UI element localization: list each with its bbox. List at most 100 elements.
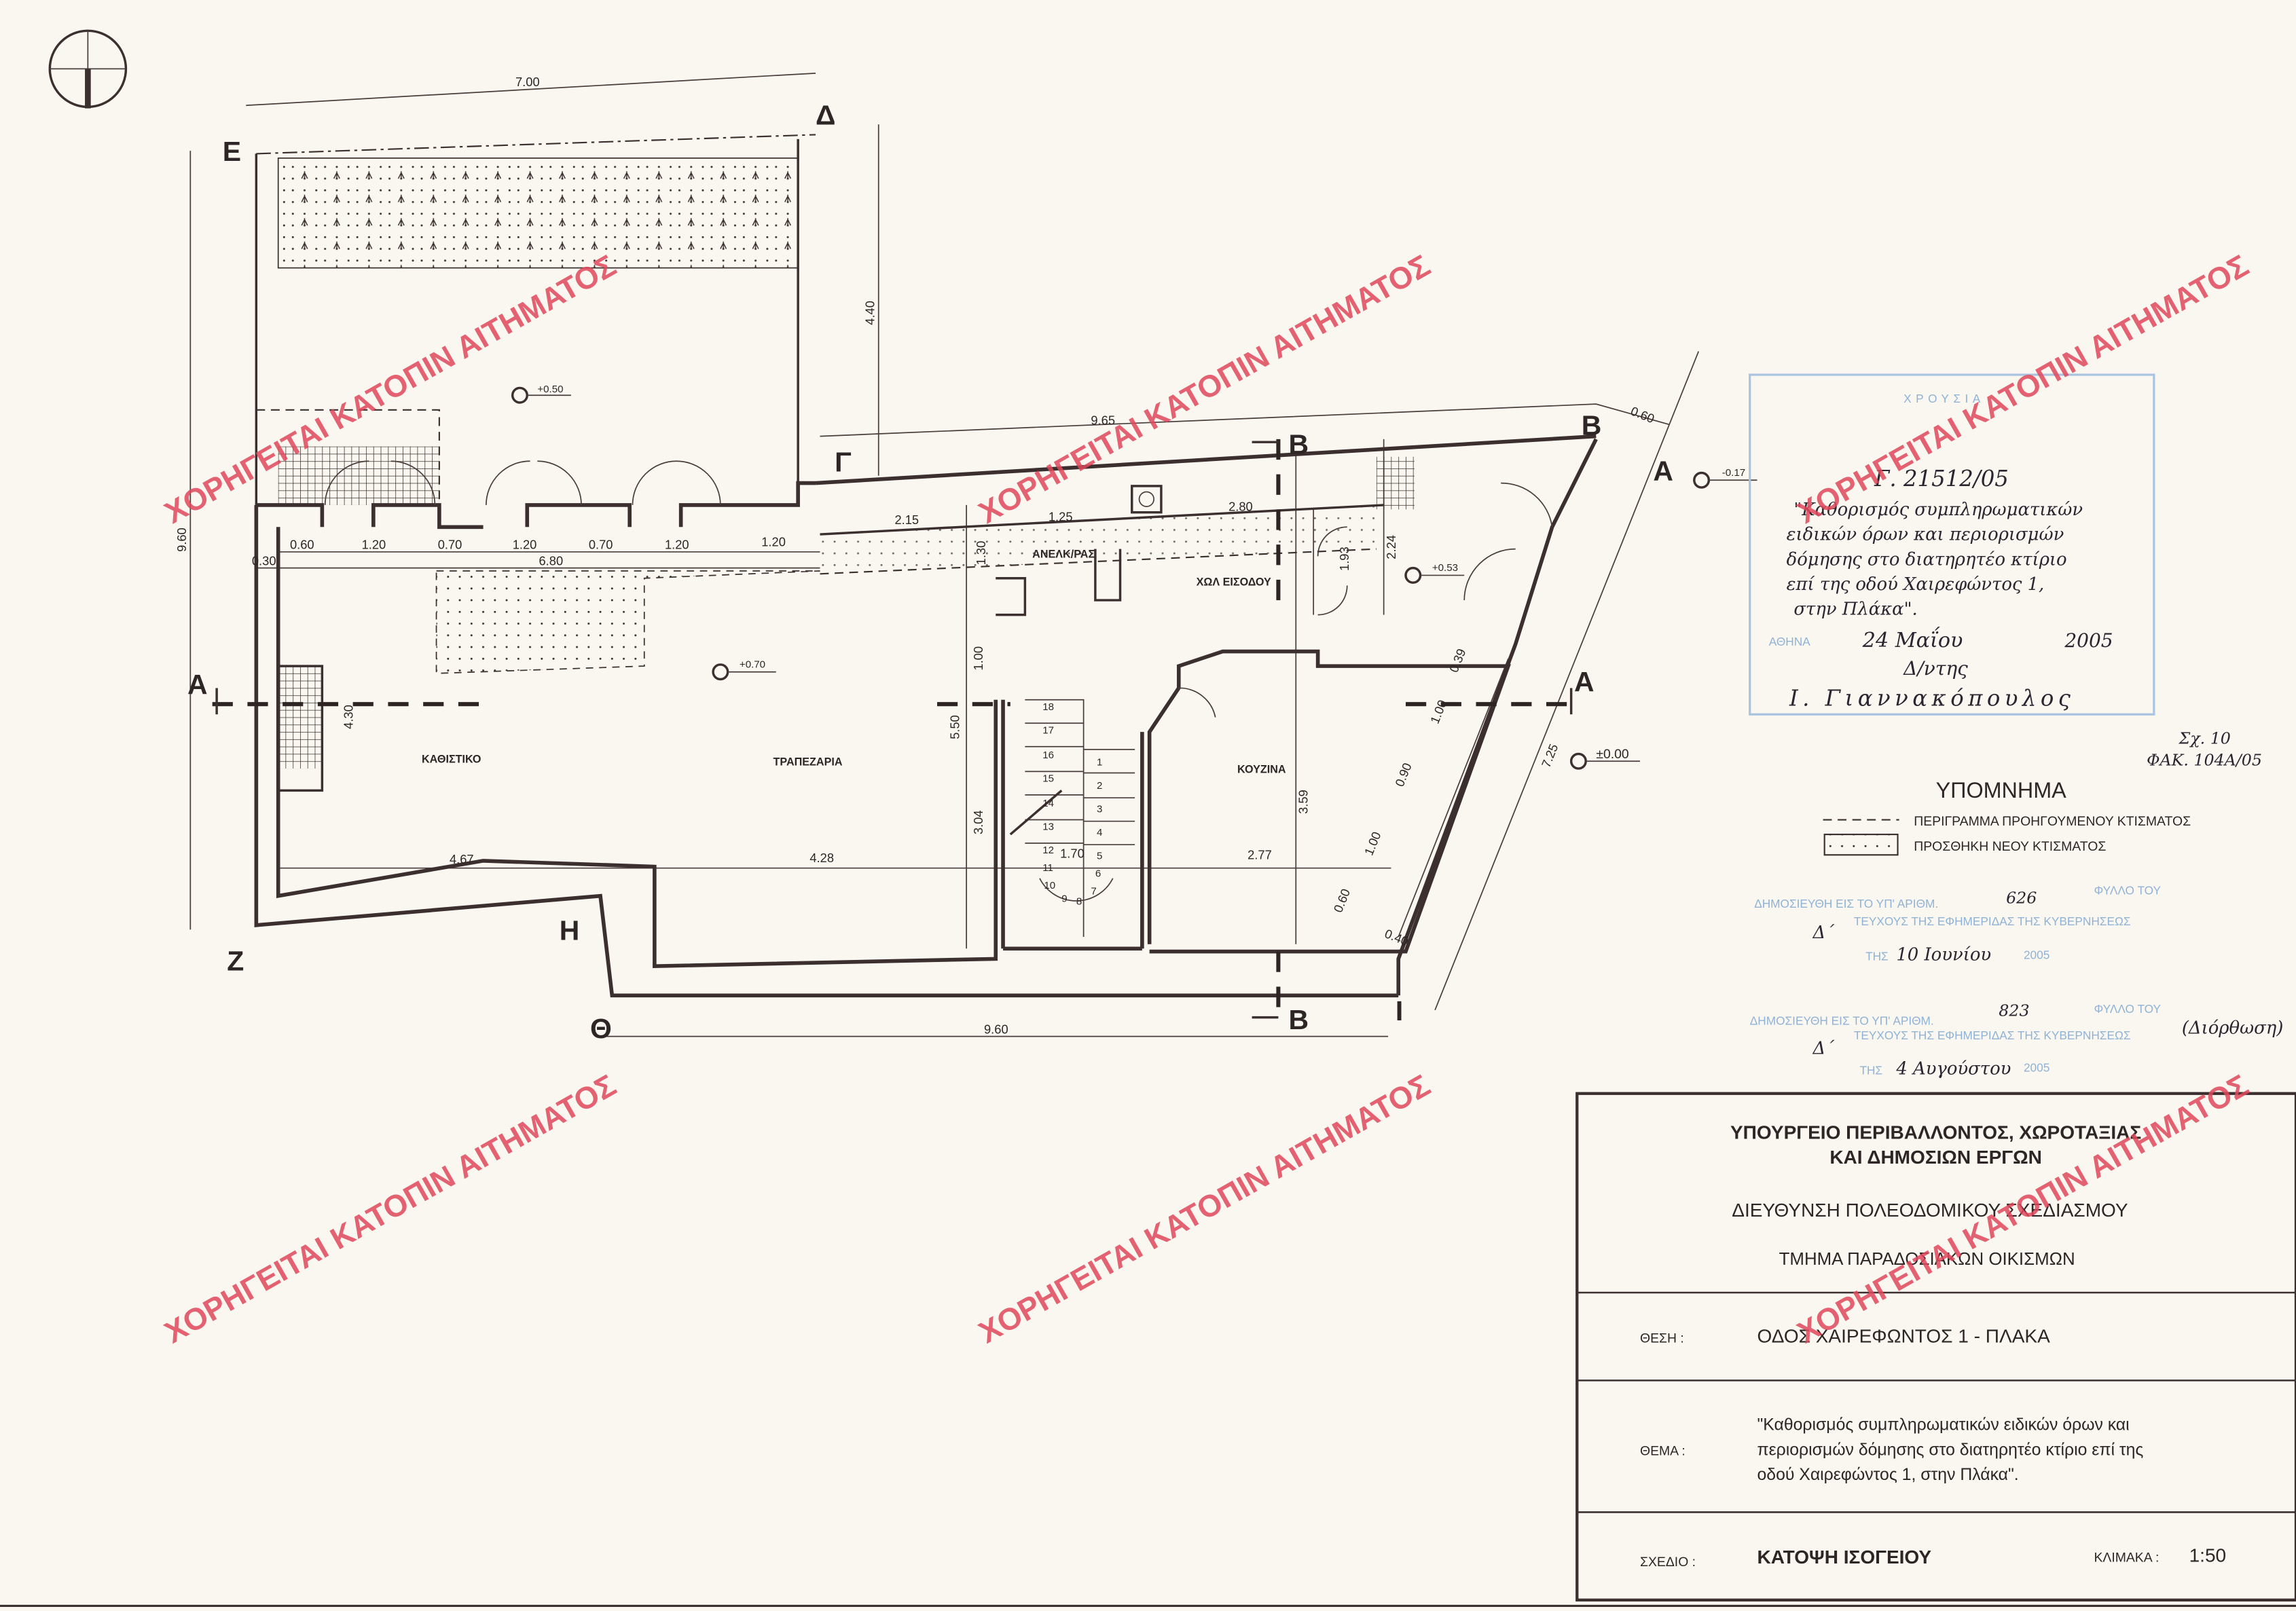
level-marker: +0.53 bbox=[1404, 562, 1465, 584]
svg-text:ΤΕΥΧΟΥΣ ΤΗΣ ΕΦΗΜΕΡΙΔΑΣ ΤΗΣ ΚΥΒ: ΤΕΥΧΟΥΣ ΤΗΣ ΕΦΗΜΕΡΙΔΑΣ ΤΗΣ ΚΥΒΕΡΝΗΣΕΩΣ bbox=[1854, 1029, 2131, 1042]
section-label-b-top: B bbox=[1289, 428, 1309, 460]
stair-step-number: 8 bbox=[1076, 896, 1082, 908]
dimension-label: 3.04 bbox=[971, 810, 985, 834]
drawing-label: ΣΧΕΔΙΟ : bbox=[1640, 1555, 1696, 1570]
location-label: ΘΕΣΗ : bbox=[1640, 1331, 1684, 1346]
publication-note: ΔΗΜΟΣΙΕΥΘΗ ΕΙΣ ΤΟ ΥΠ' ΑΡΙΘΜ. 626 ΦΥΛΛΟ Τ… bbox=[1754, 883, 2161, 965]
stamp-signatory: Ι. Γιαννακόπουλος bbox=[1789, 685, 2075, 711]
stamp-reference: Γ. 21512/05 bbox=[1874, 466, 2009, 492]
level-marker-icon bbox=[1569, 752, 1587, 770]
staircase bbox=[1009, 699, 1135, 938]
level-marker: +0.50 bbox=[511, 384, 571, 404]
directorate-name: ΔΙΕΥΘΥΝΣΗ ΠΟΛΕΟΔΟΜΙΚΟΥ ΣΧΕΔΙΑΣΜΟΥ bbox=[1732, 1200, 2128, 1221]
section-label-a-left: A bbox=[187, 669, 208, 700]
ministry-name: ΥΠΟΥΡΓΕΙΟ ΠΕΡΙΒΑΛΛΟΝΤΟΣ, ΧΩΡΟΤΑΞΙΑΣ bbox=[1730, 1122, 2141, 1143]
scale-value: 1:50 bbox=[2189, 1545, 2227, 1566]
stair-step-number: 5 bbox=[1097, 851, 1102, 862]
subject-line: "Καθορισμός συμπληρωματικών ειδικών όρων… bbox=[1757, 1416, 2130, 1434]
legend-dotted-area-icon bbox=[1823, 834, 1899, 856]
dimension-label: 1.00 bbox=[1427, 698, 1450, 726]
legend-item: ΠΕΡΙΓΡΑΜΜΑ ΠΡΟΗΓΟΥΜΕΝΟΥ ΚΤΙΣΜΑΤΟΣ bbox=[1914, 814, 2191, 829]
dimension-label: 4.40 bbox=[862, 301, 877, 325]
svg-text:ΔΗΜΟΣΙΕΥΘΗ ΕΙΣ ΤΟ ΥΠ' ΑΡΙΘΜ.: ΔΗΜΟΣΙΕΥΘΗ ΕΙΣ ΤΟ ΥΠ' ΑΡΙΘΜ. bbox=[1750, 1014, 1934, 1027]
approval-stamp: ΧΡΟΥΣΙΑ Γ. 21512/05 "Καθορισμός συμπληρω… bbox=[1749, 373, 2155, 716]
dimension-label: 2.15 bbox=[894, 513, 919, 527]
level-marker: ±0.00 bbox=[1569, 747, 1640, 770]
dimension-label: 7.25 bbox=[1539, 742, 1561, 770]
stair-step-number: 6 bbox=[1095, 868, 1101, 880]
svg-text:ΤΕΥΧΟΥΣ ΤΗΣ ΕΦΗΜΕΡΙΔΑΣ ΤΗΣ ΚΥΒ: ΤΕΥΧΟΥΣ ΤΗΣ ΕΦΗΜΕΡΙΔΑΣ ΤΗΣ ΚΥΒΕΡΝΗΣΕΩΣ bbox=[1854, 914, 2131, 928]
watermark-text: ΧΟΡΗΓΕΙΤΑΙ ΚΑΤΟΠΙΝ ΑΙΤΗΜΑΤΟΣ bbox=[973, 1068, 1436, 1350]
stamp-text-line: ειδικών όρων και περιορισμών bbox=[1787, 525, 2064, 545]
level-marker-icon bbox=[511, 386, 528, 404]
room-labels: ΚΑΘΙΣΤΙΚΟ ΤΡΑΠΕΖΑΡΙΑ ΚΟΥΖΙΝΑ ΑΝΕΛΚ/ΡΑΣ Χ… bbox=[422, 549, 1286, 776]
svg-text:ΤΗΣ: ΤΗΣ bbox=[1859, 1064, 1882, 1077]
ministry-name: ΚΑΙ ΔΗΜΟΣΙΩΝ ΕΡΓΩΝ bbox=[1829, 1147, 2041, 1168]
corner-label-h: Η bbox=[560, 914, 580, 946]
stair-step-number: 16 bbox=[1042, 749, 1054, 761]
dimension-label: 0.60 bbox=[1330, 887, 1353, 914]
dimension-label: 1.93 bbox=[1337, 547, 1351, 571]
dimension-label: 0.60 bbox=[290, 538, 314, 552]
dimension-label: 5.50 bbox=[947, 715, 962, 739]
dimension-label: 0.70 bbox=[438, 538, 462, 552]
svg-text:ΦΥΛΛΟ ΤΟΥ: ΦΥΛΛΟ ΤΟΥ bbox=[2094, 883, 2161, 897]
watermark-text: ΧΟΡΗΓΕΙΤΑΙ ΚΑΤΟΠΙΝ ΑΙΤΗΜΑΤΟΣ bbox=[1791, 248, 2255, 530]
svg-text:2005: 2005 bbox=[2024, 1060, 2049, 1074]
stair-step-number: 7 bbox=[1091, 885, 1096, 897]
dimension-label: 1.20 bbox=[513, 538, 537, 552]
dimension-label: 1.20 bbox=[761, 534, 786, 549]
gazette-date: 4 Αυγούστου bbox=[1895, 1059, 2011, 1079]
location-value: ΟΔΟΣ ΧΑΙΡΕΦΩΝΤΟΣ 1 - ΠΛΑΚΑ bbox=[1757, 1325, 2051, 1346]
watermark-text: ΧΟΡΗΓΕΙΤΑΙ ΚΑΤΟΠΙΝ ΑΙΤΗΜΑΤΟΣ bbox=[159, 1068, 622, 1350]
stamp-city: ΑΘΗΝΑ bbox=[1769, 635, 1810, 648]
stair-step-number: 1 bbox=[1097, 757, 1102, 769]
gazette-number: 823 bbox=[1999, 1001, 2029, 1020]
fireplace bbox=[278, 666, 323, 769]
dimension-label: 4.28 bbox=[809, 851, 834, 865]
svg-text:2005: 2005 bbox=[2024, 948, 2049, 961]
dimension-label: 0.90 bbox=[1392, 761, 1415, 789]
stair-step-number: 15 bbox=[1042, 773, 1054, 784]
drawing-title: ΚΑΤΟΨΗ ΙΣΟΓΕΙΟΥ bbox=[1757, 1547, 1932, 1568]
corner-label-z: Ζ bbox=[227, 946, 244, 977]
level-marker-icon bbox=[1404, 566, 1422, 584]
corner-label-i: Ι bbox=[1396, 995, 1403, 1026]
svg-text:+0.70: +0.70 bbox=[740, 659, 765, 670]
drawing-folder-number: ΦΑΚ. 104Α/05 bbox=[2147, 751, 2262, 770]
stamp-text-line: επί της οδού Χαιρεφώντος 1, bbox=[1787, 574, 2045, 595]
corner-label-a: Α bbox=[1653, 455, 1673, 486]
legend-title: ΥΠΟΜΝΗΜΑ bbox=[1936, 778, 2067, 802]
stair-step-number: 11 bbox=[1042, 862, 1053, 874]
level-marker: +0.70 bbox=[712, 659, 776, 681]
stair-step-number: 14 bbox=[1042, 798, 1054, 809]
plot-corner-labels: Ε Δ Γ Β Α Ζ Η Θ Ι A A B B bbox=[187, 99, 1673, 1044]
corner-label-e: Ε bbox=[223, 136, 241, 167]
room-label-elevator: ΑΝΕΛΚ/ΡΑΣ bbox=[1032, 549, 1095, 561]
stamp-text-line: δόμησης στο διατηρητέο κτίριο bbox=[1787, 549, 2067, 570]
stair-step-number: 10 bbox=[1044, 880, 1055, 891]
corner-label-v: Β bbox=[1582, 409, 1602, 441]
stamp-role: Δ/ντης bbox=[1903, 657, 1968, 680]
dimension-label: 0.40 bbox=[1383, 926, 1410, 948]
stamp-date: 24 Μαΐου bbox=[1862, 626, 1963, 652]
dimension-label: 9.60 bbox=[984, 1022, 1008, 1036]
department-name: ΤΜΗΜΑ ΠΑΡΑΔΟΣΙΑΚΩΝ ΟΙΚΙΣΜΩΝ bbox=[1779, 1250, 2075, 1269]
garden-area bbox=[255, 134, 816, 505]
section-label-b-bottom: B bbox=[1289, 1004, 1309, 1035]
room-label-kitchen: ΚΟΥΖΙΝΑ bbox=[1237, 764, 1286, 776]
corner-label-d: Δ bbox=[816, 99, 835, 130]
north-arrow-icon bbox=[48, 29, 128, 109]
dimension-label: 2.77 bbox=[1247, 848, 1272, 862]
drawing-sheet-number: Σχ. 10 bbox=[2179, 728, 2231, 747]
publication-note: ΔΗΜΟΣΙΕΥΘΗ ΕΙΣ ΤΟ ΥΠ' ΑΡΙΘΜ. 823 ΦΥΛΛΟ Τ… bbox=[1750, 1001, 2284, 1079]
subject-line: περιορισμών δόμησης στο διατηρητέο κτίρι… bbox=[1757, 1441, 2144, 1459]
svg-text:±0.00: ±0.00 bbox=[1596, 747, 1629, 762]
svg-text:Δ΄: Δ΄ bbox=[1812, 923, 1835, 943]
corner-label-th: Θ bbox=[590, 1013, 612, 1044]
dimension-label: 3.59 bbox=[1296, 790, 1311, 814]
svg-text:ΔΗΜΟΣΙΕΥΘΗ ΕΙΣ ΤΟ ΥΠ' ΑΡΙΘΜ.: ΔΗΜΟΣΙΕΥΘΗ ΕΙΣ ΤΟ ΥΠ' ΑΡΙΘΜ. bbox=[1754, 897, 1938, 910]
correction-note: (Διόρθωση) bbox=[2182, 1018, 2284, 1038]
subject-label: ΘΕΜΑ : bbox=[1640, 1443, 1685, 1458]
stair-step-number: 12 bbox=[1042, 845, 1054, 856]
